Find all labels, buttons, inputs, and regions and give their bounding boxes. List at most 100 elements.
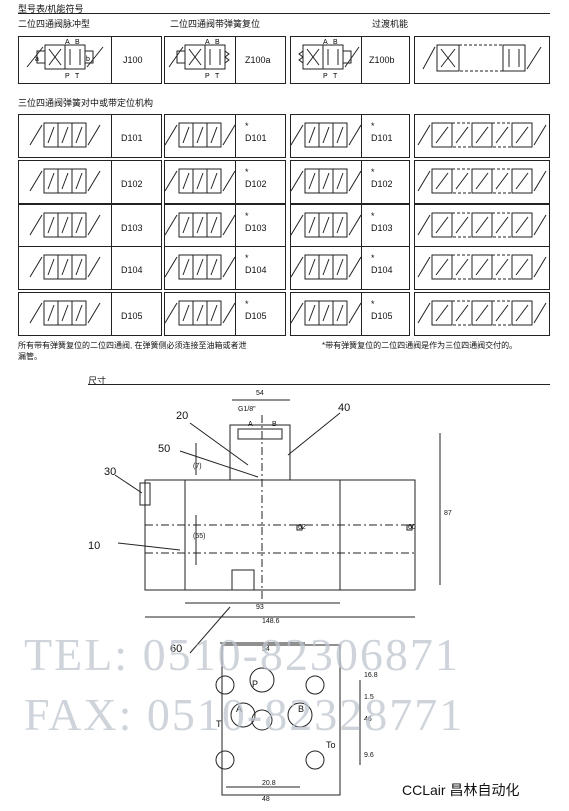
grid-cell: * D104 — [290, 246, 410, 290]
model-code: D104 — [371, 265, 393, 275]
dimension-label: 60 — [408, 524, 416, 531]
model-code: D103 — [371, 223, 393, 233]
model-code: D102 — [371, 179, 393, 189]
dimension-label: G1/8" — [238, 406, 256, 413]
callout-number: 20 — [176, 410, 189, 422]
valve-symbol — [417, 122, 547, 148]
model-code: D104 — [121, 265, 143, 275]
cell-divider — [235, 115, 236, 157]
model-code: D102 — [245, 179, 267, 189]
callout-number: 10 — [88, 540, 101, 552]
grid-cell: D104 — [18, 246, 162, 290]
port-face — [221, 644, 341, 796]
label-A: A — [65, 39, 70, 46]
grid-cell: *D101 — [164, 114, 286, 158]
cell-divider — [361, 115, 362, 157]
valve-symbol — [290, 168, 362, 194]
label-T: T — [75, 73, 80, 80]
watermark-tel: TEL: 0510-82306871 — [24, 629, 460, 680]
cell-divider — [111, 115, 112, 157]
dimension-label: T — [216, 719, 222, 729]
cell-j100: a b A B P T J100 — [18, 36, 162, 84]
asterisk-mark: * — [371, 167, 375, 177]
cell-divider — [235, 205, 236, 247]
code-z100a: Z100a — [245, 55, 271, 65]
watermark-fax: FAX: 0510-82328771 — [24, 689, 465, 740]
cell-transition-1 — [414, 36, 550, 84]
grid-cell: *D101 — [290, 114, 410, 158]
asterisk-mark: * — [245, 299, 249, 309]
valve-symbol — [164, 122, 236, 148]
cell-divider — [235, 247, 236, 289]
model-code: D101 — [245, 133, 267, 143]
asterisk-mark: * — [371, 211, 375, 221]
asterisk-mark: * — [245, 211, 249, 221]
label-P: P — [205, 73, 210, 80]
dimension-label: To — [326, 740, 336, 750]
model-code: D105 — [371, 311, 393, 321]
valve-symbol — [290, 212, 362, 238]
grid-cell — [414, 160, 550, 204]
symbol-z100a: A B P T — [168, 39, 230, 80]
cell-divider — [111, 161, 112, 203]
grid-cell — [414, 114, 550, 158]
port-p — [249, 667, 275, 693]
grid-cell: * D103 — [164, 204, 286, 248]
label-B: B — [215, 39, 220, 46]
section-two-pos-spring: 二位四通阀带弹簧复位 — [170, 19, 261, 29]
dimension-label: A — [236, 704, 243, 714]
symbol-z100b: A B P T — [298, 39, 360, 80]
grid-cell: D105 — [18, 292, 162, 336]
dimension-label: 1.5 — [364, 694, 374, 701]
transition-symbol — [422, 44, 542, 72]
valve-symbol — [417, 254, 547, 280]
cell-divider — [361, 293, 362, 335]
cell-divider — [111, 247, 112, 289]
code-j100: J100 — [123, 55, 143, 65]
asterisk-mark: * — [245, 253, 249, 263]
cell-divider — [111, 37, 112, 83]
dimension-label: 62 — [298, 524, 306, 531]
port-a — [230, 702, 256, 728]
model-code: D103 — [121, 223, 143, 233]
dimension-label: 9.6 — [364, 752, 374, 759]
cell-divider — [111, 293, 112, 335]
grid-cell: D103 — [18, 204, 162, 248]
model-code: D105 — [245, 311, 267, 321]
note-right: *带有弹簧复位的二位四通阀是作为三位四通阀交付的。 — [322, 341, 518, 350]
model-code: D101 — [121, 133, 143, 143]
dimension-label: 54 — [262, 646, 270, 653]
label-P: P — [65, 73, 70, 80]
cell-divider — [111, 205, 112, 247]
dimension-label: 48 — [262, 796, 270, 803]
dimension-label: 93 — [256, 604, 264, 611]
port-a-label: a — [35, 56, 39, 63]
dimension-drawing — [114, 399, 441, 796]
valve-symbol — [290, 122, 362, 148]
valve-symbol — [29, 300, 101, 326]
title-rule — [18, 13, 550, 14]
valve-symbol — [290, 254, 362, 280]
solenoid-top — [229, 424, 291, 481]
section-two-pos-pulse: 二位四通阀脉冲型 — [18, 19, 91, 29]
grid-cell: *D104 — [164, 246, 286, 290]
valve-symbol — [29, 254, 101, 280]
valve-symbol — [29, 212, 101, 238]
dimension-label: B — [298, 704, 305, 714]
grid-cell: * D105 — [164, 292, 286, 336]
model-code: D103 — [245, 223, 267, 233]
dim-rule — [88, 384, 550, 385]
dimension-label: 46 — [364, 716, 372, 723]
cell-divider — [235, 161, 236, 203]
cell-divider — [361, 37, 362, 83]
valve-symbol — [164, 212, 236, 238]
asterisk-mark: * — [371, 121, 375, 131]
label-B: B — [333, 39, 338, 46]
asterisk-mark: * — [371, 253, 375, 263]
grid-cell: * D103 — [290, 204, 410, 248]
grid-cell: D102 — [18, 160, 162, 204]
brand-label: CCLair 昌林自动化 — [402, 782, 520, 798]
cell-z100b: A B P T Z100b — [290, 36, 410, 84]
grid-cell: D101 — [18, 114, 162, 158]
valve-symbol — [417, 300, 547, 326]
